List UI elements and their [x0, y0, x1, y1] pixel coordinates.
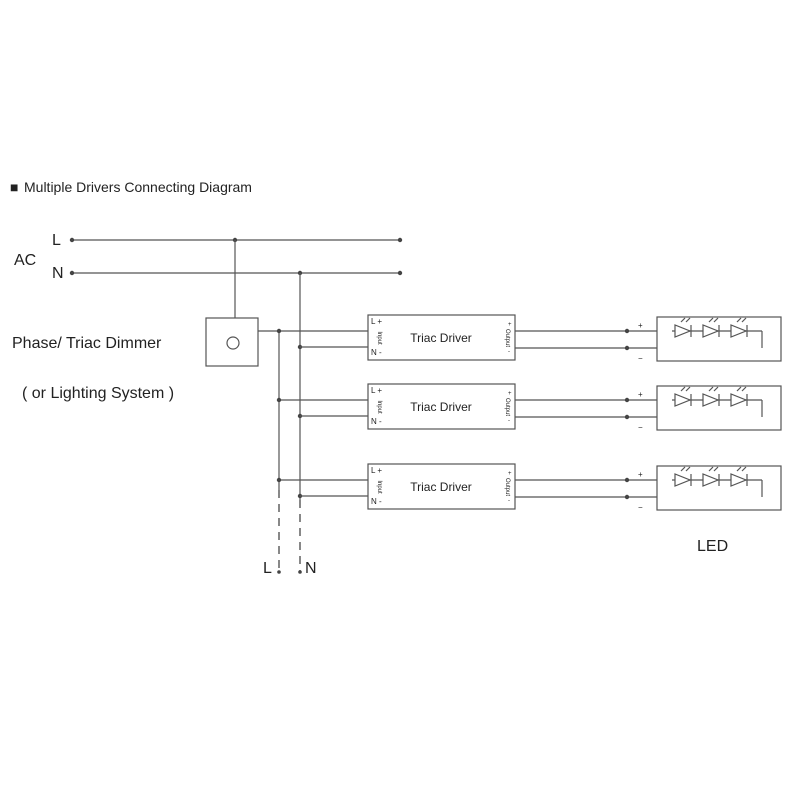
triac-driver-box: [367, 314, 516, 361]
line-bus-junction: [276, 328, 282, 334]
led-module-box: [656, 465, 782, 511]
led-positive-terminal: [624, 328, 630, 334]
driver-output-label: Output: [504, 478, 510, 496]
continuation-line-label: L: [263, 560, 272, 577]
driver-input-label: Input: [376, 400, 382, 414]
driver-channel-1: L + N - Input Triac Driver Output + - + …: [276, 314, 782, 363]
ac-line-label: L: [52, 232, 61, 249]
led-label: LED: [697, 538, 728, 555]
led-negative-terminal: [624, 345, 630, 351]
led-diode-icon: [730, 317, 748, 338]
continuation-line-terminal: [277, 570, 281, 574]
driver-name: Triac Driver: [410, 331, 472, 345]
led-minus-label: −: [638, 354, 643, 363]
dimmer-sub-label: ( or Lighting System ): [22, 385, 174, 402]
led-plus-label: +: [638, 321, 643, 330]
led-negative-terminal: [624, 494, 630, 500]
driver-input-l-label: L +: [371, 386, 382, 395]
led-module-box: [656, 385, 782, 431]
driver-output-minus-label: -: [508, 418, 510, 424]
driver-input-n-label: N -: [371, 497, 382, 506]
ac-neutral-label: N: [52, 265, 64, 282]
line-bus-junction: [276, 397, 282, 403]
driver-output-minus-label: -: [508, 349, 510, 355]
driver-output-minus-label: -: [508, 498, 510, 504]
dimmer-label: Phase/ Triac Dimmer: [12, 335, 162, 352]
led-diode-icon: [730, 386, 748, 407]
led-plus-label: +: [638, 470, 643, 479]
continuation-neutral-label: N: [305, 560, 317, 577]
driver-input-label: Input: [376, 480, 382, 494]
led-positive-terminal: [624, 397, 630, 403]
led-diode-icon: [702, 386, 720, 407]
ac-neutral-end: [397, 270, 403, 276]
ac-label: AC: [14, 252, 36, 269]
led-diode-icon: [674, 317, 692, 338]
led-minus-label: −: [638, 503, 643, 512]
dimmer-box: [205, 317, 259, 367]
driver-name: Triac Driver: [410, 480, 472, 494]
driver-output-plus-label: +: [508, 322, 512, 328]
ac-neutral-terminal: [69, 270, 75, 276]
led-positive-terminal: [624, 477, 630, 483]
driver-output-plus-label: +: [508, 471, 512, 477]
driver-input-label: Input: [376, 331, 382, 345]
triac-driver-box: [367, 463, 516, 510]
driver-output-plus-label: +: [508, 391, 512, 397]
driver-input-l-label: L +: [371, 317, 382, 326]
dimmer-knob-icon: [226, 336, 240, 350]
led-diode-icon: [674, 386, 692, 407]
driver-output-label: Output: [504, 329, 510, 347]
led-module-box: [656, 316, 782, 362]
driver-output-label: Output: [504, 398, 510, 416]
led-diode-icon: [702, 317, 720, 338]
driver-channel-3: L + N - Input Triac Driver Output + - + …: [276, 463, 782, 512]
driver-input-n-label: N -: [371, 348, 382, 357]
led-diode-icon: [730, 466, 748, 487]
driver-name: Triac Driver: [410, 400, 472, 414]
line-bus-junction: [276, 477, 282, 483]
driver-channel-2: L + N - Input Triac Driver Output + - + …: [276, 383, 782, 432]
triac-driver-box: [367, 383, 516, 430]
continuation-neutral-terminal: [298, 570, 302, 574]
led-plus-label: +: [638, 390, 643, 399]
ac-line-terminal: [69, 237, 75, 243]
ac-line-end: [397, 237, 403, 243]
led-diode-icon: [702, 466, 720, 487]
driver-input-l-label: L +: [371, 466, 382, 475]
led-diode-icon: [674, 466, 692, 487]
title-bullet: ■: [10, 179, 18, 195]
led-negative-terminal: [624, 414, 630, 420]
driver-input-n-label: N -: [371, 417, 382, 426]
led-minus-label: −: [638, 423, 643, 432]
diagram-title: Multiple Drivers Connecting Diagram: [24, 179, 252, 195]
